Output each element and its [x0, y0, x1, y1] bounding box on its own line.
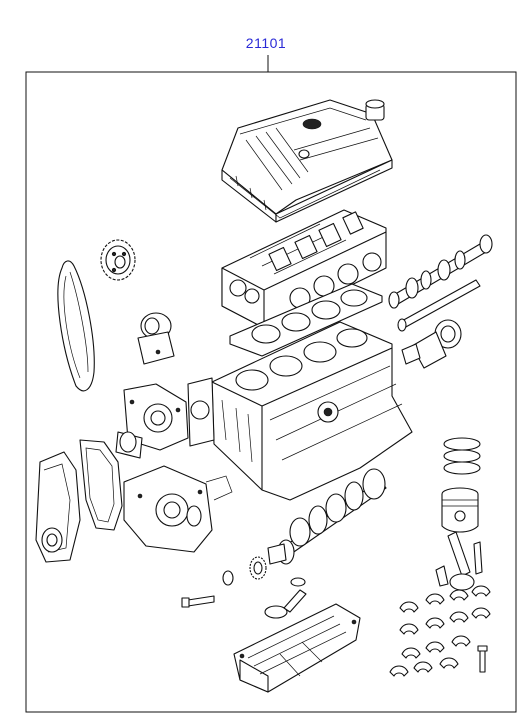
cylinder-head	[221, 209, 387, 329]
cam-sprocket	[100, 239, 136, 281]
oil-seal	[401, 319, 462, 369]
assembly-frame	[25, 71, 517, 713]
timing-cover	[35, 451, 81, 563]
crankshaft	[267, 468, 387, 565]
timing-belt	[57, 260, 95, 392]
bearing-shells	[389, 585, 491, 677]
crank-sprocket	[222, 556, 267, 586]
piston-rings	[443, 437, 481, 475]
cover-gasket	[79, 439, 123, 531]
piston	[441, 487, 479, 533]
oil-pan	[233, 603, 361, 693]
cylinder-block	[187, 321, 413, 501]
camshaft	[388, 234, 493, 332]
part-number-label[interactable]: 21101	[245, 35, 287, 51]
water-pump	[115, 383, 189, 459]
oil-strainer	[264, 577, 307, 619]
head-gasket	[229, 283, 383, 357]
oil-pump	[123, 465, 233, 553]
connecting-rod	[435, 531, 483, 591]
belt-tensioner	[137, 312, 175, 365]
bearing-cap-bolt	[477, 645, 488, 673]
bolt	[181, 595, 215, 608]
cylinder-head-cover	[221, 99, 393, 223]
